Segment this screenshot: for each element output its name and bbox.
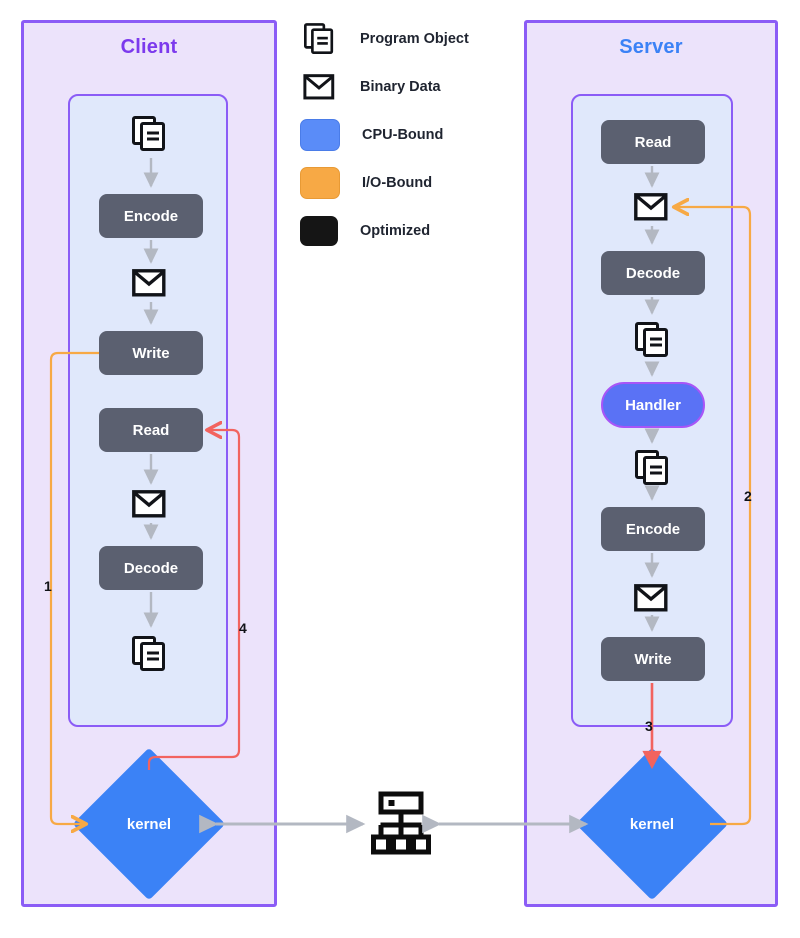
envelope-icon [634,192,668,222]
legend-label: CPU-Bound [362,127,444,143]
program-object-icon [300,23,338,54]
envelope-icon [132,268,166,298]
optimized-swatch-icon [300,216,338,246]
server-node-decode[interactable]: Decode [601,251,705,295]
client-node-decode[interactable]: Decode [99,546,203,590]
client-node-read[interactable]: Read [99,408,203,452]
legend-label: Binary Data [360,79,441,95]
legend-item-program-object: Program Object [300,22,469,56]
flow-step-label-1: 1 [44,578,52,594]
envelope-icon [132,489,166,519]
legend-label: I/O-Bound [362,175,433,191]
client-node-encode[interactable]: Encode [99,194,203,238]
legend-item-optimized: Optimized [300,214,430,248]
legend-item-binary-data: Binary Data [300,70,441,104]
server-node-encode[interactable]: Encode [601,507,705,551]
server-node-read[interactable]: Read [601,120,705,164]
server-kernel-label[interactable]: kernel [629,815,675,833]
flow-step-label-2: 2 [744,488,752,504]
legend-item-cpu-bound: CPU-Bound [300,118,443,152]
legend-label: Optimized [360,223,431,239]
envelope-icon [300,72,338,102]
network-hub-icon [371,789,431,859]
envelope-icon [634,583,668,613]
client-node-write[interactable]: Write [99,331,203,375]
program-object-icon [130,114,168,154]
flow-step-label-4: 4 [239,620,247,636]
client-title: Client [120,36,178,58]
program-object-icon [130,634,168,674]
legend-item-io-bound: I/O-Bound [300,166,432,200]
io-bound-swatch-icon [300,167,340,199]
program-object-icon [633,320,671,360]
legend-label: Program Object [360,31,469,47]
server-node-write[interactable]: Write [601,637,705,681]
client-kernel-label[interactable]: kernel [126,815,172,833]
cpu-bound-swatch-icon [300,119,340,151]
flow-step-label-3: 3 [645,718,653,734]
server-title: Server [619,36,683,58]
program-object-icon [633,448,671,488]
server-node-handler[interactable]: Handler [601,382,705,428]
